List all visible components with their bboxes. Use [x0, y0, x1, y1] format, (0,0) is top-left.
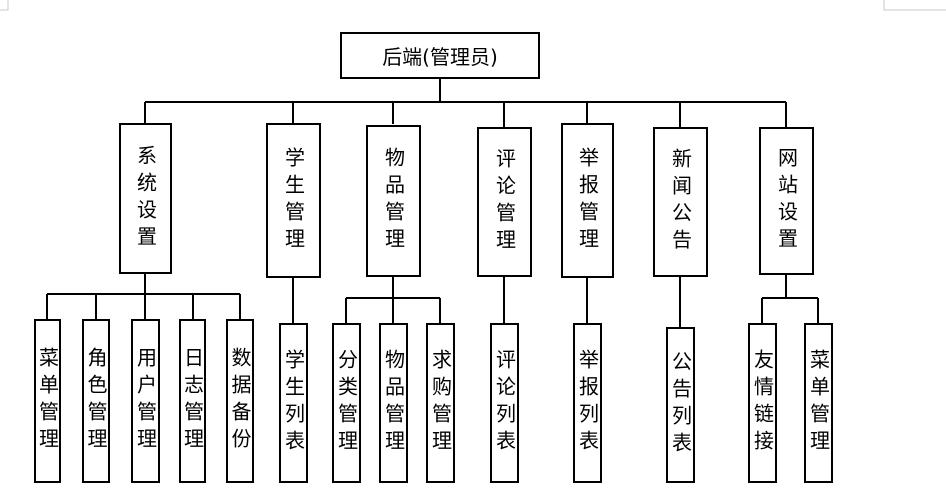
page-corner-mark-left [0, 0, 9, 11]
leaf-label: 学生列表 [281, 349, 306, 457]
leaf-label: 数据备份 [228, 347, 252, 455]
leaf-label: 角色管理 [84, 347, 108, 455]
root-node: 后端(管理员) [340, 32, 540, 79]
module-student-management: 学生管理 [266, 123, 321, 278]
leaf-label: 日志管理 [180, 347, 205, 455]
leaf-purchase-management: 求购管理 [426, 323, 455, 483]
leaf-label: 菜单管理 [806, 349, 831, 457]
module-label: 网站设置 [774, 147, 799, 255]
leaf-label: 菜单管理 [35, 347, 60, 455]
leaf-student-list: 学生列表 [279, 323, 308, 483]
leaf-label: 友情链接 [750, 349, 775, 457]
module-website-settings: 网站设置 [759, 127, 814, 275]
page-corner-mark-right [883, 0, 946, 11]
root-label: 后端(管理员) [382, 45, 498, 69]
module-report-management: 举报管理 [561, 123, 614, 278]
leaf-data-backup: 数据备份 [226, 319, 254, 483]
leaf-label: 求购管理 [428, 349, 453, 457]
leaf-announcement-list: 公告列表 [666, 327, 695, 483]
module-label: 学生管理 [281, 146, 306, 255]
leaf-label: 举报列表 [575, 349, 600, 457]
module-label: 评论管理 [492, 148, 517, 256]
module-label: 系统设置 [133, 144, 158, 253]
leaf-label: 用户管理 [133, 347, 158, 455]
leaf-log-management: 日志管理 [179, 319, 206, 483]
leaf-comment-list: 评论列表 [490, 323, 519, 483]
module-label: 举报管理 [575, 146, 600, 255]
leaf-friend-links: 友情链接 [748, 323, 777, 483]
leaf-report-list: 举报列表 [573, 323, 602, 483]
leaf-label: 物品管理 [381, 349, 406, 457]
leaf-menu-management: 菜单管理 [34, 319, 61, 483]
leaf-label: 分类管理 [334, 349, 359, 457]
module-system-settings: 系统设置 [119, 123, 172, 274]
module-label: 物品管理 [381, 147, 406, 255]
module-comment-management: 评论管理 [477, 127, 532, 277]
leaf-label: 评论列表 [492, 349, 517, 457]
module-label: 新闻公告 [668, 148, 693, 256]
leaf-site-menu-management: 菜单管理 [804, 323, 833, 483]
leaf-goods-management: 物品管理 [379, 323, 408, 483]
leaf-role-management: 角色管理 [82, 319, 110, 483]
leaf-user-management: 用户管理 [131, 319, 160, 483]
leaf-label: 公告列表 [668, 351, 693, 459]
leaf-category-management: 分类管理 [332, 323, 361, 483]
module-item-management: 物品管理 [366, 125, 421, 277]
module-news-announcements: 新闻公告 [653, 127, 708, 277]
